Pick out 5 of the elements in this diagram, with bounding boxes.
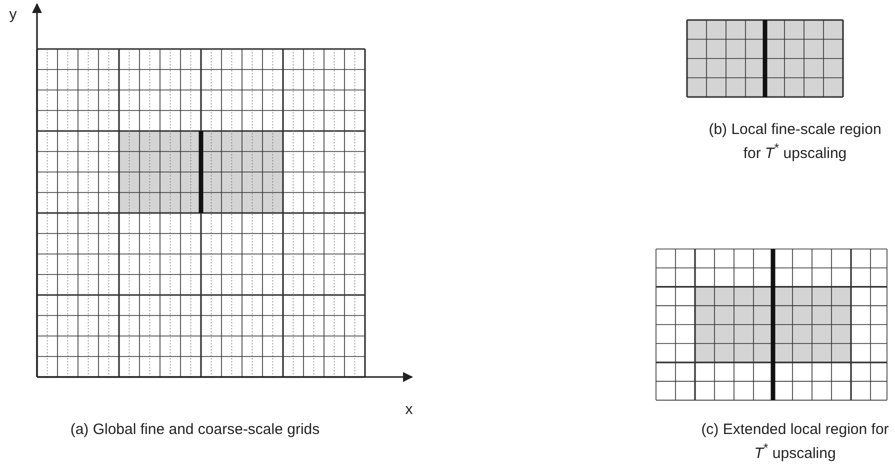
axis-label: y	[8, 6, 18, 24]
figure-caption: (a) Global fine and coarse-scale grids	[69, 421, 321, 439]
figure-caption: (b) Local fine-scale region for T$^{*}$ upscaling	[708, 121, 882, 163]
figure-caption: (c) Extended local region for T$^{*}$ upscaling	[700, 421, 890, 463]
axis-label: x	[404, 401, 414, 419]
